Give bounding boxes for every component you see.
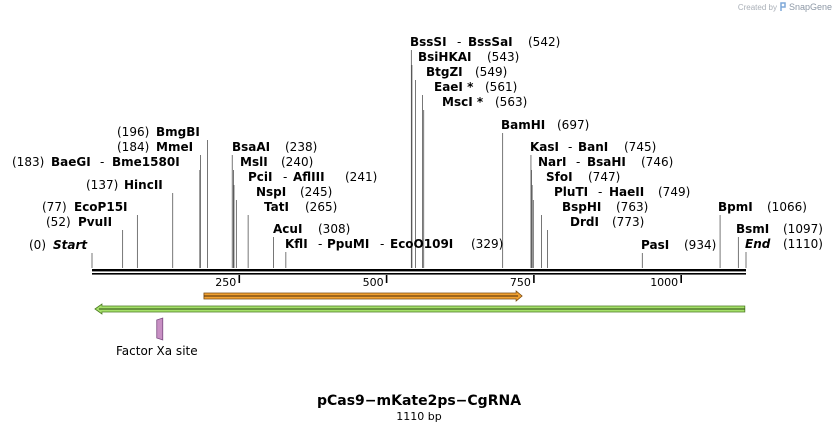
site-8-pos: (240) [281, 155, 313, 169]
scale-label: 500 [363, 276, 384, 289]
site-24-pos: (763) [616, 200, 648, 214]
site-13-alt: PpuMI [327, 237, 369, 251]
credit-brand: SnapGene [788, 2, 832, 12]
site-12-pos: (308) [318, 222, 350, 236]
site-14-alt: BssSaI [468, 35, 513, 49]
site-10-name: NspI [256, 185, 286, 199]
site-9-name: PciI [248, 170, 273, 184]
plasmid-name: pCas9−mKate2ps−CgRNA [316, 393, 522, 409]
site-13-sep2: - [380, 237, 384, 251]
site-19-pos: (697) [557, 118, 589, 132]
site-24-name: BspHI [562, 200, 601, 214]
site-29-pos: (1110) [783, 237, 823, 251]
site-26-name: PasI [641, 238, 669, 252]
site-labels: (0) Start (52) PvuII (77) EcoP15I (137) … [12, 35, 823, 252]
scale-label: 1000 [650, 276, 678, 289]
site-4-name: BaeGI [51, 155, 91, 169]
site-3-name: HincII [124, 178, 163, 192]
site-3-pos: (137) [86, 178, 118, 192]
site-21-pos: (746) [641, 155, 673, 169]
site-21-alt: BsaHI [587, 155, 626, 169]
site-1-pos: (52) [46, 215, 71, 229]
site-10-pos: (245) [300, 185, 332, 199]
factor-xa-site-marker[interactable] [156, 317, 164, 341]
site-11-pos: (265) [305, 200, 337, 214]
scale-label: 250 [215, 276, 236, 289]
backbone-strand-top [92, 269, 746, 272]
site-26-pos: (934) [684, 238, 716, 252]
site-15-pos: (543) [487, 50, 519, 64]
site-4-alt: Bme1580I [112, 155, 180, 169]
site-7-pos: (238) [285, 140, 317, 154]
scale-ticks: 250 500 750 1000 [215, 275, 682, 289]
scale-label: 750 [510, 276, 531, 289]
site-6-pos: (196) [117, 125, 149, 139]
site-28-name: BsmI [736, 222, 769, 236]
site-18-name: MscI * [442, 95, 484, 109]
site-2-pos: (77) [42, 200, 67, 214]
credit-prefix: Created by [737, 2, 777, 12]
site-21-sep: - [576, 155, 580, 169]
site-2-name: EcoP15I [74, 200, 128, 214]
site-20-name: KasI [530, 140, 559, 154]
site-1-name: PvuII [78, 215, 112, 229]
site-17-name: EaeI * [434, 80, 474, 94]
site-13-pos: (329) [471, 237, 503, 251]
snapgene-logo-icon [780, 2, 786, 11]
backbone [92, 269, 746, 275]
backbone-strand-bottom [92, 273, 746, 275]
site-20-sep: - [568, 140, 572, 154]
site-0-pos: (0) [29, 238, 46, 252]
site-23-pos: (749) [658, 185, 690, 199]
site-23-alt: HaeII [609, 185, 644, 199]
site-13-name: KflI [285, 237, 308, 251]
site-18-pos: (563) [495, 95, 527, 109]
site-29-name: End [745, 237, 771, 251]
site-16-pos: (549) [475, 65, 507, 79]
site-21-name: NarI [538, 155, 567, 169]
site-11-name: TatI [264, 200, 289, 214]
site-5-pos: (184) [117, 140, 149, 154]
site-15-name: BsiHKAI [418, 50, 472, 64]
site-8-name: MslI [240, 155, 268, 169]
site-13-sep: - [318, 237, 322, 251]
site-23-sep: - [598, 185, 602, 199]
site-14-sep: - [457, 35, 461, 49]
site-20-pos: (745) [624, 140, 656, 154]
site-22-name: SfoI [546, 170, 573, 184]
site-4-pos: (183) [12, 155, 44, 169]
site-9-alt: AflIII [293, 170, 325, 184]
site-7-name: BsaAI [232, 140, 270, 154]
site-19-name: BamHI [501, 118, 545, 132]
site-20-alt: BanI [578, 140, 608, 154]
site-12-name: AcuI [273, 222, 302, 236]
site-22-pos: (747) [588, 170, 620, 184]
site-4-sep: - [100, 155, 104, 169]
plasmid-length: 1110 bp [396, 410, 442, 423]
site-13-alt2: EcoO109I [390, 237, 453, 251]
site-16-name: BtgZI [426, 65, 463, 79]
site-28-pos: (1097) [783, 222, 823, 236]
site-9-sep: - [283, 170, 287, 184]
site-0-name: Start [53, 238, 88, 252]
site-17-pos: (561) [485, 80, 517, 94]
features [94, 290, 746, 341]
site-9-pos: (241) [345, 170, 377, 184]
site-5-name: MmeI [156, 140, 193, 154]
site-14-pos: (542) [528, 35, 560, 49]
site-25-pos: (773) [612, 215, 644, 229]
site-27-name: BpmI [718, 200, 753, 214]
site-lines [91, 50, 747, 268]
snapgene-credit: Created by SnapGene [738, 2, 832, 12]
site-6-name: BmgBI [156, 125, 200, 139]
site-27-pos: (1066) [767, 200, 807, 214]
site-14-name: BssSI [410, 35, 447, 49]
site-23-name: PluTI [554, 185, 588, 199]
factor-xa-label: Factor Xa site [116, 344, 198, 358]
site-25-name: DrdI [570, 215, 599, 229]
